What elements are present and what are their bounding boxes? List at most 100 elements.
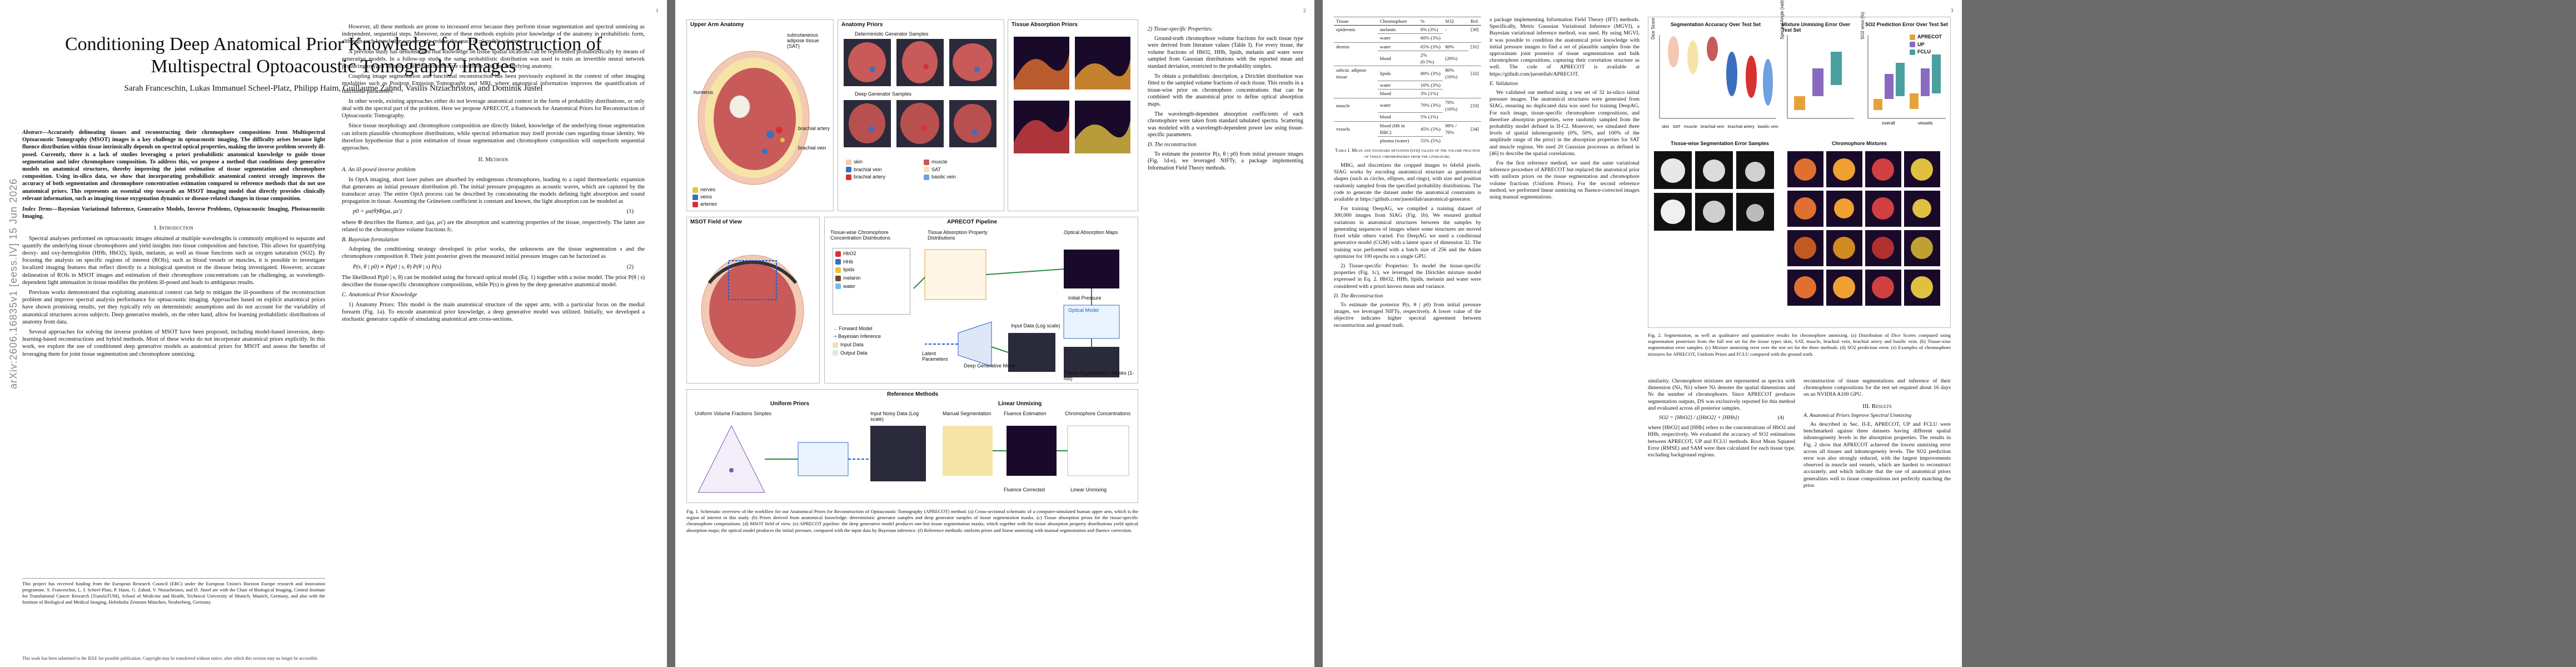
paragraph: Ground-truth chromophore volume fraction… [1148,35,1303,69]
table-cell [1334,81,1378,89]
figure-panel-c: Tissue Absorption Priors [1008,19,1138,211]
panel-title: Upper Arm Anatomy [690,22,744,28]
subpanel-title: Tissue-wise Segmentation Error Samples [1671,141,1769,146]
column-right: 2) Tissue-specific Properties: Ground-tr… [1148,23,1303,175]
table-cell: [30] [1468,25,1481,34]
table-cell: water [1377,42,1418,51]
subsection-heading: C. Anatomical Prior Knowledge [342,292,417,298]
page-1: 1 arXiv:2606.16835v1 [eess.IV] 15 Jun 20… [0,0,667,667]
figure-2: Segmentation Accuracy Over Test Set Mixt… [1648,0,1951,328]
table-cell: [33] [1468,97,1481,113]
reference-label: Fluence Estimation [1004,411,1047,416]
figure-panel-b: Anatomy Priors Deterministic Generator S… [838,19,1004,211]
chromophore-hhb: HHb [835,259,908,265]
section-heading: III. Results [1862,402,1892,410]
equation: p0 = μa(θ)Φ(μa, μs')(1) [353,208,634,215]
panel-title: Anatomy Priors [841,22,883,28]
subsection-heading: A. Anatomical Priors Improve Spectral Un… [1803,412,1912,419]
pipeline-label: Initial Pressure [1068,295,1102,301]
paragraph: We validated our method using a test set… [1489,89,1640,157]
subpanel-title: Deterministic Generator Samples [855,31,929,37]
table-cell: 55% (5%) [1418,136,1443,145]
table-cell [1334,51,1378,66]
table-cell: 45% (5%) [1418,121,1443,137]
pipeline-legend: → Forward Model ⇢ Bayesian Inference Inp… [833,326,881,356]
paragraph: For the first reference method, we used … [1489,160,1640,201]
table-cell: 70% (3%) [1418,97,1443,113]
tissue-legend: skin muscle brachial vein SAT brachial a… [846,159,1001,180]
pipeline-label: Tissue Segmentation Masks (1-hot) [1064,370,1134,381]
paragraph: Coupling image segmentation and function… [342,73,645,94]
chart-axis-tick: overall [1882,121,1895,126]
author-list: Sarah Franceschin, Lukas Immanuel Scheel… [124,84,543,93]
subsection-heading: E. Validation [1489,80,1518,87]
table-cell: [34] [1468,121,1481,137]
equation: P(s, θ | p0) ∝ P(p0 | s, θ) P(θ | s) P(s… [353,263,634,270]
so2-boxplots [1867,35,1946,119]
legend-arteries: arteries [692,201,717,207]
reference-label: Manual Segmentation [943,411,991,416]
pipeline-label: Optical Absorption Maps [1064,230,1118,235]
pipeline-label: Tissue Absorption Property Distributions [928,230,988,241]
table-cell [1468,137,1481,145]
table-cell: 10% (3%) [1418,81,1443,89]
subsection-heading: D. The reconstruction [1148,141,1197,148]
column-right: However, all these methods are prone to … [342,23,645,326]
table-header-cell: Chromophore [1377,16,1418,26]
pipeline-diagram [913,249,1120,377]
subsection-heading: A. An ill-posed inverse problem [342,167,416,173]
table-cell: vessels [1334,121,1378,137]
table-cell [1468,51,1481,66]
panel-title: Reference Methods [887,391,939,397]
table-cell [1468,81,1481,89]
figure-2-caption: Fig. 2. Segmentation, as well as qualita… [1648,332,1951,357]
page-number: 3 [1951,8,1954,13]
page-2: 2 Upper Arm Anatomy subcutaneous adipose… [675,0,1314,667]
table-header-cell: % [1418,16,1443,26]
table-cell: 80% (3%) [1418,66,1443,81]
table-cell: melanin [1377,25,1418,34]
copyright-notice: This work has been submitted to the IEEE… [22,656,318,661]
chromophore-water: water [835,283,908,290]
table-cell [1443,89,1468,98]
panel-title: MSOT Field of View [690,219,742,225]
table-cell: plasma (water) [1377,136,1418,145]
chromophore-lipids: lipids [835,267,908,273]
column-middle: a package implementing Information Field… [1489,17,1640,203]
chromophore-hbo2: HbO2 [835,251,908,257]
table-cell: epidermis [1334,25,1378,34]
table-cell: 80% (10%) [1443,66,1469,81]
paragraph: The wavelength-dependent absorption coef… [1148,111,1303,138]
table-cell [1334,89,1378,98]
reference-label: Uniform Volume Fractions Simplex [695,411,772,416]
paragraph: reconstruction of tissue segmentations a… [1803,378,1951,398]
legend-input-data: Input Data [833,342,881,348]
pipeline-label: Input Data (Log scale) [1011,323,1060,328]
section-heading: II. Methods [478,156,509,163]
pipeline-label: Latent Parameters [922,351,948,362]
chart-title: Segmentation Accuracy Over Test Set [1671,22,1761,27]
chart-axis-tick: vessels [1918,121,1933,126]
subpanel-title: Linear Unmixing [998,401,1042,407]
legend-basilic-vein: basilic vein [924,174,1001,180]
table-cell: water [1377,97,1418,113]
table-cell: muscle [1334,97,1378,113]
table-cell [1443,137,1468,145]
legend-brachial-artery: brachial artery [846,174,924,180]
table-cell: water [1377,81,1418,89]
paragraph: In other words, existing approaches eith… [342,98,645,120]
legend-muscle: muscle [924,159,1001,165]
table-cell: 3% (1%) [1418,89,1443,98]
table-cell: 5% (1%) [1418,112,1443,122]
table-cell: blood (Hb in RBC) [1377,121,1418,137]
table-cell: blood [1377,50,1418,66]
paragraph: As described in Sec. II-E, APRECOT, UP a… [1803,421,1951,489]
table-cell [1443,113,1468,121]
paragraph: Several approaches for solving the inver… [22,329,325,357]
